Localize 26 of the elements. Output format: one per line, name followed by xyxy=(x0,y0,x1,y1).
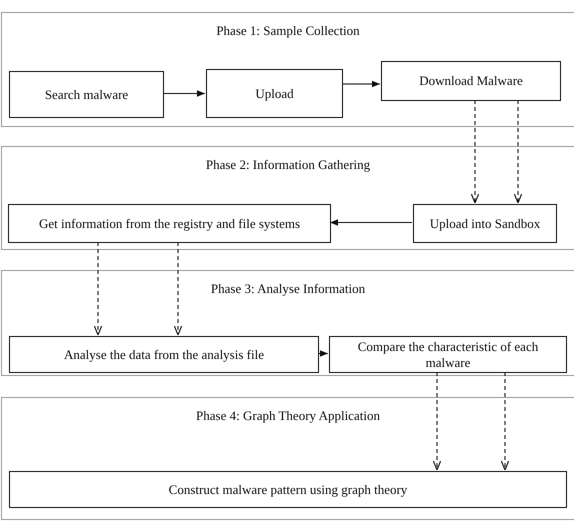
arrow xyxy=(514,100,522,204)
phase-title: Phase 3: Analyse Information xyxy=(210,281,366,297)
arrow xyxy=(342,80,380,88)
process-box: Upload into Sandbox xyxy=(413,204,557,243)
phase-panel xyxy=(1,12,574,127)
process-box: Construct malware pattern using graph theory xyxy=(9,471,567,508)
arrow xyxy=(432,372,442,471)
phase-title: Phase 2: Information Gathering xyxy=(206,157,370,173)
phase-panel xyxy=(1,146,574,250)
process-box: Search malware xyxy=(9,71,164,118)
phase-title: Phase 1: Sample Collection xyxy=(216,23,360,39)
arrow xyxy=(330,219,412,226)
process-box: Download Malware xyxy=(381,61,561,101)
phase-title: Phase 4: Graph Theory Application xyxy=(196,408,380,424)
arrow xyxy=(470,100,480,204)
arrow xyxy=(162,90,206,97)
process-box: Analyse the data from the analysis file xyxy=(9,336,319,373)
arrow xyxy=(318,350,328,357)
process-box: Get information from the registry and file systems xyxy=(8,204,331,243)
arrow xyxy=(94,242,102,336)
phase-panel xyxy=(1,270,574,376)
phase-panel xyxy=(1,397,574,520)
process-box: Upload xyxy=(206,69,343,118)
arrow xyxy=(174,242,182,336)
arrow xyxy=(500,372,510,471)
process-box: Compare the characteristic of each malware xyxy=(329,336,567,373)
